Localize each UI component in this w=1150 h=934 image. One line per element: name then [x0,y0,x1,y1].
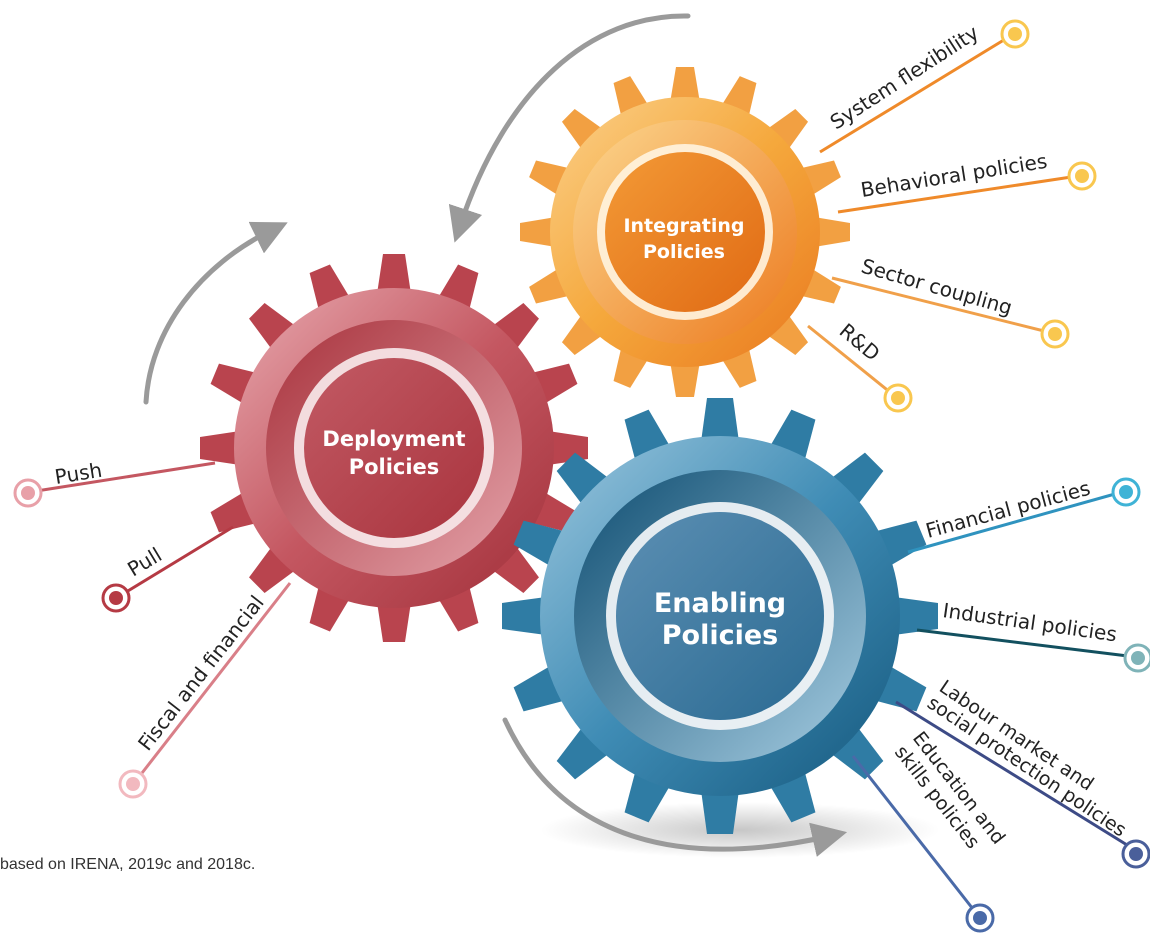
arrow-left-deployment [143,221,288,405]
marker-sector-coupling-dot [1048,327,1062,341]
spoke-pull [117,525,234,599]
integrating-gear-title-line2: Policies [643,241,725,263]
marker-financial-policies-dot [1119,485,1133,499]
marker-behavioral-policies-dot [1075,169,1089,183]
source-note: based on IRENA, 2019c and 2018c. [0,856,256,873]
marker-industrial-policies-dot [1131,651,1145,665]
gear-tooth [200,431,240,465]
enabling-gear: Enabling Policies [502,398,938,834]
label-rnd: R&D [835,318,885,365]
label-financial-policies: Financial policies [923,476,1093,543]
marker-rnd-dot [891,391,905,405]
spoke-rnd [807,324,897,399]
deployment-gear-title-line2: Policies [349,455,440,479]
enabling-spokes [851,490,1141,919]
enabling-gear-title-line2: Policies [662,620,779,651]
integrating-markers [883,19,1097,413]
enabling-gear-hub [616,512,824,720]
integrating-gear-hub [605,152,765,312]
arrow-bottom-enabling [502,717,848,857]
deployment-gear-title-line1: Deployment [322,427,465,451]
gear-tooth [520,217,556,247]
deployment-spokes [29,461,292,783]
spoke-financial-policies [907,490,1123,554]
integrating-gear: Integrating Policies [520,67,850,397]
gear-tooth [701,790,739,834]
marker-fiscal-financial-dot [126,777,140,791]
marker-labour-dot [1129,847,1143,861]
deployment-gear-hub [304,358,484,538]
label-fiscal-financial: Fiscal and financial [133,591,269,755]
gear-tooth [701,398,739,442]
spoke-labour [895,700,1141,855]
label-system-flexibility: System flexibility [826,20,983,134]
gear-tooth [377,254,411,294]
gear-tooth [894,597,938,635]
deployment-gear: Deployment Policies [200,254,588,642]
enabling-markers [965,477,1150,933]
gear-tooth [670,67,700,103]
gear-tooth [377,602,411,642]
spoke-push [29,461,216,494]
arrow-top-integrating [448,13,691,243]
spoke-education [851,755,982,919]
spoke-system-flexibility [819,33,1013,154]
rotation-arrows [143,13,848,857]
spoke-behavioral-policies [837,174,1079,214]
marker-system-flexibility-dot [1008,27,1022,41]
marker-pull-dot [109,591,123,605]
integrating-spokes [807,33,1079,399]
integrating-gear-title-line1: Integrating [623,215,744,237]
deployment-markers [13,478,148,799]
enabling-gear-title-line1: Enabling [654,588,786,619]
gear-tooth [502,597,546,635]
marker-education-dot [973,911,987,925]
label-sector-coupling: Sector coupling [859,254,1015,320]
label-pull: Pull [123,542,166,581]
spoke-industrial-policies [916,628,1137,659]
spoke-sector-coupling [831,276,1053,335]
marker-push-dot [21,486,35,500]
label-push: Push [53,458,104,489]
label-industrial-policies: Industrial policies [941,598,1118,646]
spoke-fiscal-financial [133,582,292,783]
gear-tooth [670,361,700,397]
gear-tooth [814,217,850,247]
